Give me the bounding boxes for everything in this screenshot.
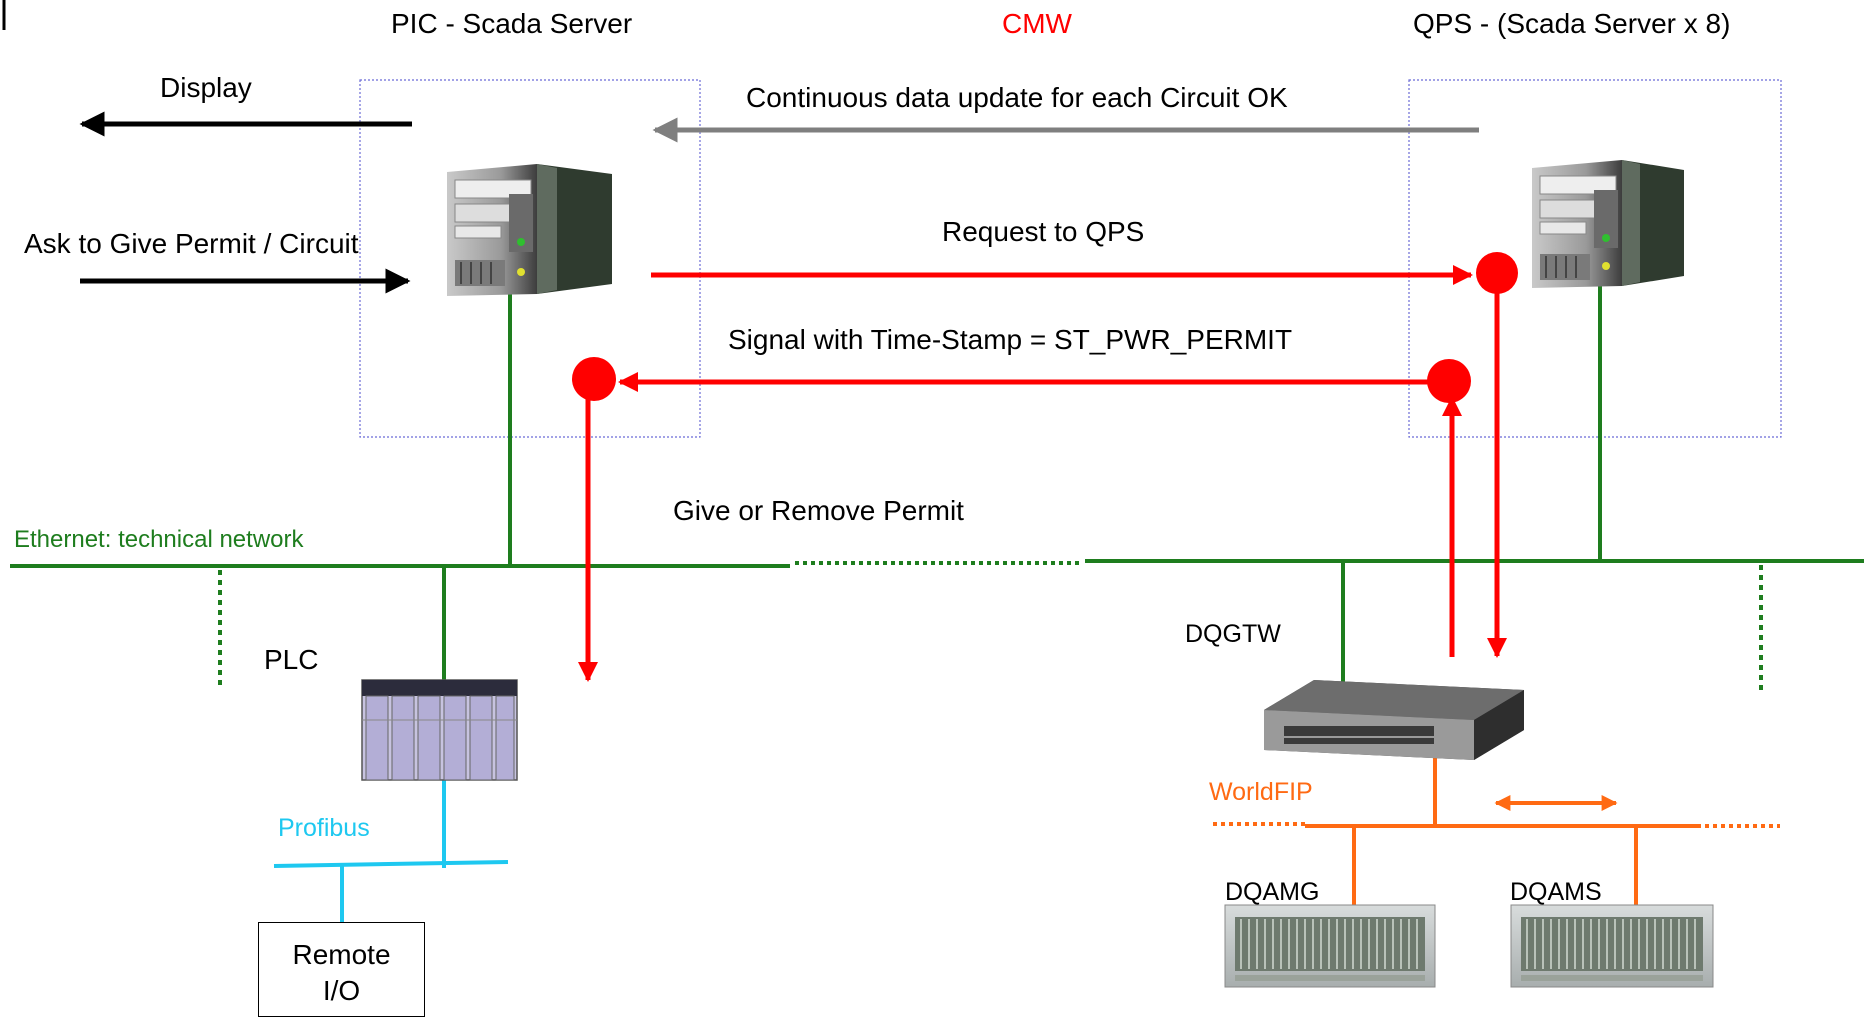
ask-permit-label: Ask to Give Permit / Circuit [24, 228, 359, 259]
signal-target-node [572, 357, 616, 401]
cmw-label: CMW [1002, 8, 1072, 39]
rack-gateway-icon [1264, 680, 1524, 760]
give-remove-permit-label: Give or Remove Permit [673, 495, 964, 526]
signal-source-node [1427, 359, 1471, 403]
dqams-label: DQAMS [1510, 878, 1602, 906]
crate-chassis-icon [1224, 904, 1436, 988]
server-icon [1532, 160, 1684, 288]
qps-server-box [1408, 79, 1782, 438]
crate-chassis-icon [1510, 904, 1714, 988]
plc-rack-icon [361, 679, 518, 781]
remote-io-box: Remote I/O [258, 922, 425, 1017]
profibus-label: Profibus [278, 814, 370, 842]
plc-label: PLC [264, 644, 319, 675]
remote-io-line1: Remote [292, 939, 391, 970]
request-qps-label: Request to QPS [942, 216, 1145, 247]
ethernet-label: Ethernet: technical network [14, 526, 304, 553]
dqamg-label: DQAMG [1225, 878, 1320, 906]
worldfip-label: WorldFIP [1209, 778, 1313, 806]
pic-server-label: PIC - Scada Server [391, 8, 633, 39]
server-icon [447, 164, 612, 296]
request-qps-node [1476, 252, 1518, 294]
continuous-update-label: Continuous data update for each Circuit … [746, 82, 1288, 113]
signal-timestamp-label: Signal with Time-Stamp = ST_PWR_PERMIT [728, 324, 1293, 355]
remote-io-line2: I/O [322, 975, 361, 1006]
dqgtw-label: DQGTW [1185, 620, 1281, 648]
qps-server-label: QPS - (Scada Server x 8) [1413, 8, 1731, 39]
profibus-bus [273, 860, 509, 868]
display-label: Display [160, 72, 252, 103]
pic-server-box [359, 79, 701, 438]
